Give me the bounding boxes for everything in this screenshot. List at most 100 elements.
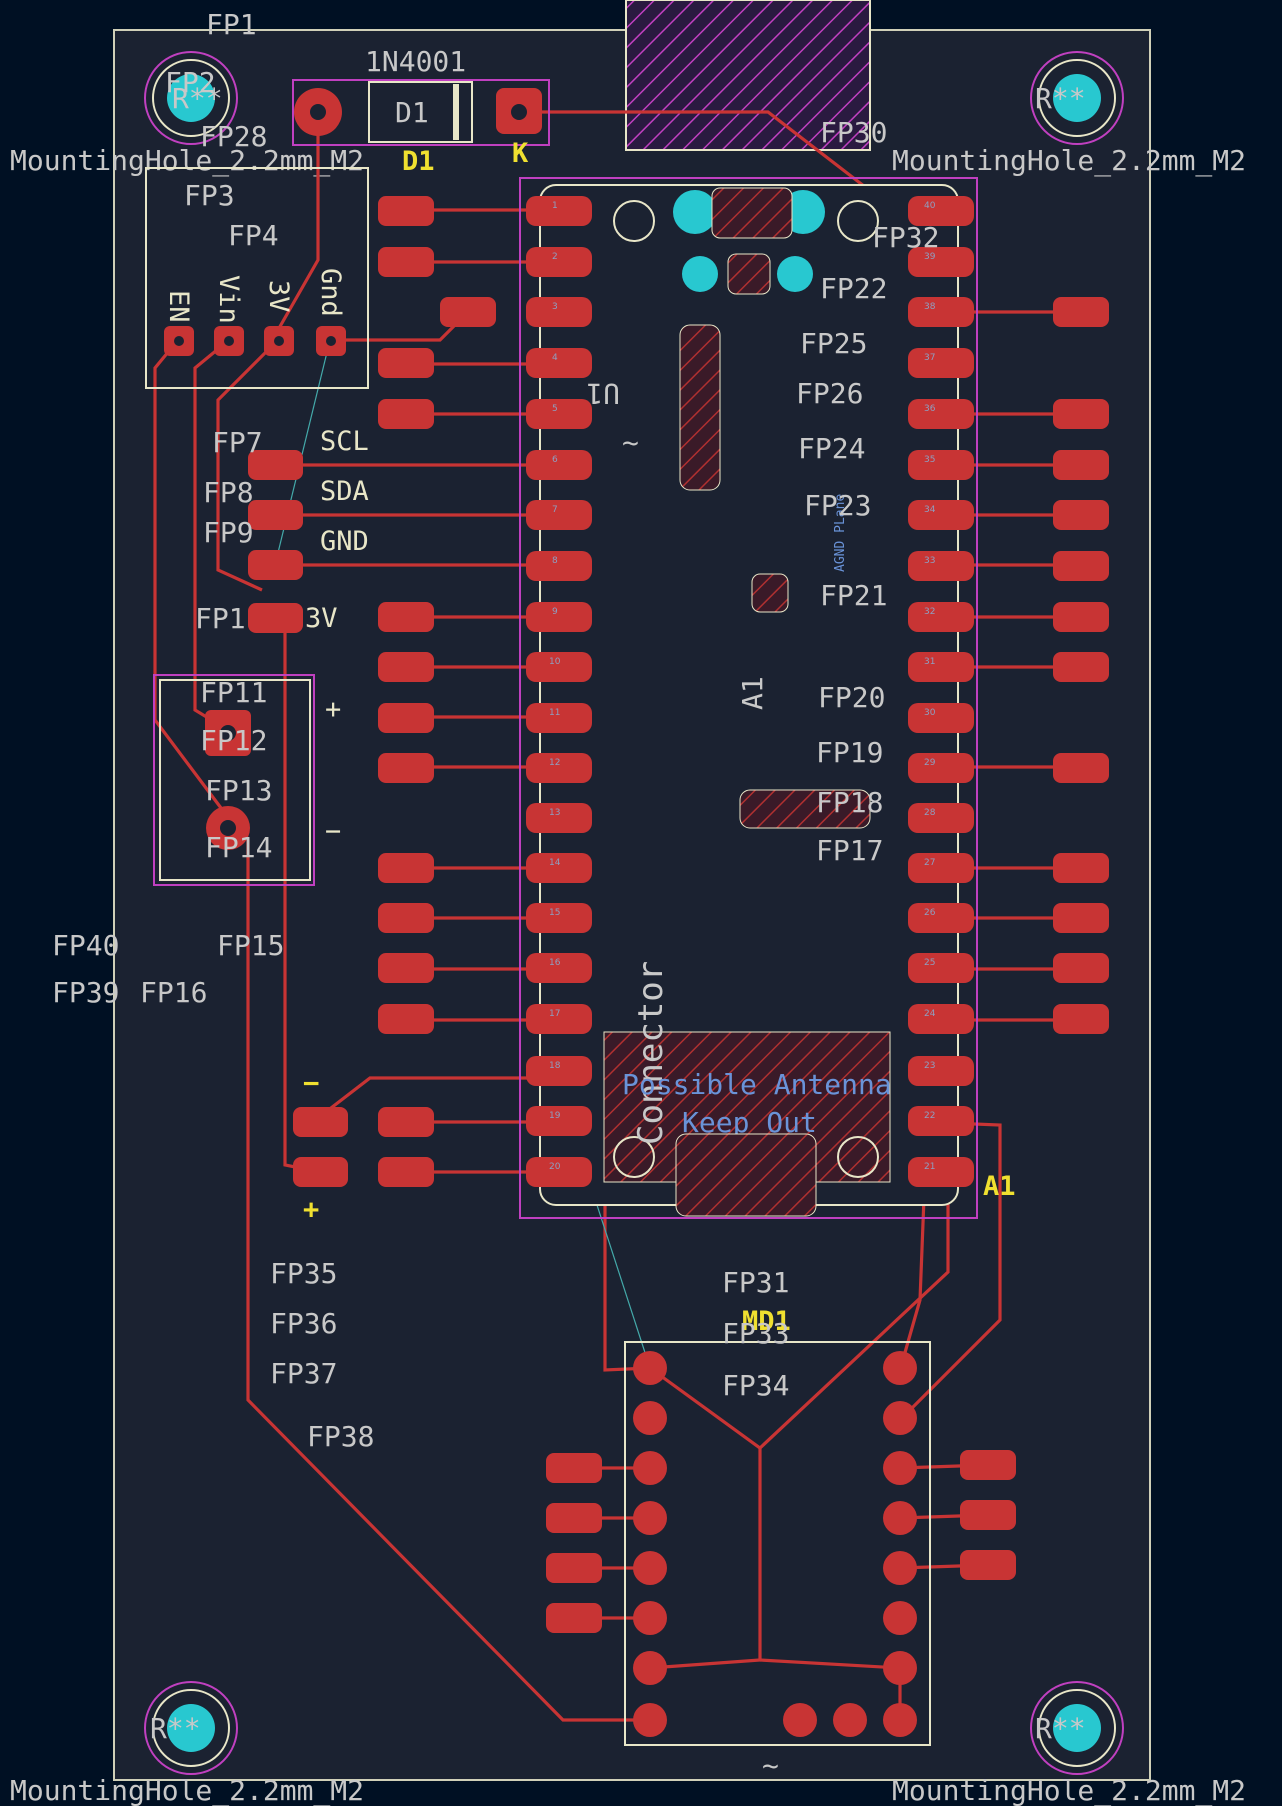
- svg-text:27: 27: [924, 858, 935, 868]
- svg-text:FP24: FP24: [798, 432, 865, 465]
- svg-text:7: 7: [552, 505, 558, 515]
- svg-text:16: 16: [549, 958, 561, 968]
- svg-text:FP9: FP9: [203, 516, 254, 549]
- svg-text:11: 11: [549, 708, 560, 718]
- svg-text:FP1: FP1: [206, 8, 257, 41]
- mh-ref-tr: R**: [1035, 82, 1086, 115]
- svg-text:FP39: FP39: [52, 976, 119, 1009]
- svg-text:39: 39: [924, 252, 936, 262]
- svg-text:24: 24: [924, 1009, 936, 1019]
- svg-text:25: 25: [924, 958, 935, 968]
- svg-text:13: 13: [549, 808, 560, 818]
- usb-connector-keepout: [625, 0, 871, 151]
- svg-text:40: 40: [924, 201, 936, 211]
- header-label-en: EN: [163, 290, 194, 323]
- svg-text:FP2: FP2: [165, 66, 216, 99]
- mh-label-top-right: MountingHole_2.2mm_M2: [892, 144, 1246, 178]
- diode-d1[interactable]: [292, 79, 550, 146]
- svg-text:15: 15: [549, 908, 560, 918]
- mh-ref-bl: R**: [150, 1712, 201, 1745]
- mh-label-bottom-right: MountingHole_2.2mm_M2: [892, 1774, 1246, 1806]
- svg-text:31: 31: [924, 657, 935, 667]
- svg-text:22: 22: [924, 1111, 935, 1121]
- svg-text:FP13: FP13: [205, 774, 272, 807]
- pico-right-pin-numbers: 40 39 38 37 36 35 34 33 32 31 30 29 28 2…: [924, 201, 936, 1172]
- i2c-label-sda: SDA: [320, 476, 369, 507]
- svg-text:FP3: FP3: [184, 179, 235, 212]
- svg-text:FP34: FP34: [722, 1369, 789, 1402]
- power-connector-minus: −: [325, 816, 341, 847]
- fp-labels: FP1 FP2 FP28 FP3 FP4 FP7 FP8 FP9 FP1 FP1…: [52, 8, 939, 1453]
- header-label-vin: Vin: [213, 275, 244, 324]
- svg-text:32: 32: [924, 607, 935, 617]
- mounting-hole-bottom-right[interactable]: [1030, 1681, 1124, 1775]
- pico-left-pads[interactable]: [526, 196, 592, 1187]
- power-connector-courtyard: [153, 674, 315, 886]
- power-connector-pads[interactable]: [205, 710, 251, 850]
- svg-text:30: 30: [924, 708, 936, 718]
- svg-text:17: 17: [549, 1009, 560, 1019]
- power-pad-minus: −: [303, 1068, 319, 1099]
- svg-text:FP35: FP35: [270, 1257, 337, 1290]
- driver-module-tilde: ~: [762, 1749, 779, 1782]
- mh-label-top-left: MountingHole_2.2mm_M2: [10, 144, 364, 178]
- svg-text:FP31: FP31: [722, 1266, 789, 1299]
- antenna-text-1: Possible Antenna: [622, 1068, 892, 1101]
- mh-ref-br: R**: [1035, 1712, 1086, 1745]
- mounting-hole-bottom-left[interactable]: [144, 1681, 238, 1775]
- i2c-pads[interactable]: [248, 450, 303, 633]
- mounting-hole-top-right[interactable]: [1030, 51, 1124, 145]
- svg-text:8: 8: [552, 556, 558, 566]
- diode-cathode: K: [512, 138, 529, 169]
- svg-text:FP36: FP36: [270, 1307, 337, 1340]
- svg-text:20: 20: [549, 1162, 561, 1172]
- driver-module-outline: [624, 1341, 931, 1746]
- svg-text:3: 3: [552, 302, 558, 312]
- mounting-hole-top-left[interactable]: [144, 51, 238, 145]
- pico-right-pads[interactable]: [908, 196, 974, 1187]
- power-connector-plus: +: [325, 694, 341, 725]
- left-breakout-pads[interactable]: [378, 196, 496, 1187]
- svg-text:34: 34: [924, 505, 936, 515]
- diode-value: 1N4001: [365, 45, 466, 78]
- svg-text:FP15: FP15: [217, 929, 284, 962]
- pico-vias: [613, 190, 879, 1178]
- power-pads[interactable]: [293, 1107, 348, 1187]
- svg-text:FP12: FP12: [200, 724, 267, 757]
- header-label-gnd: Gnd: [315, 268, 346, 317]
- svg-text:FP19: FP19: [816, 736, 883, 769]
- svg-text:14: 14: [549, 858, 561, 868]
- svg-text:FP17: FP17: [816, 834, 883, 867]
- diode-ref: D1: [402, 146, 435, 177]
- module-connector: Connector: [631, 961, 671, 1145]
- agnd-plane: AGND PLane: [833, 494, 848, 572]
- header-pins[interactable]: [164, 326, 346, 356]
- svg-text:FP16: FP16: [140, 976, 207, 1009]
- power-connector-outline: [159, 679, 311, 881]
- svg-text:1: 1: [552, 201, 558, 211]
- svg-text:21: 21: [924, 1162, 935, 1172]
- module-u-ref: U1: [586, 377, 620, 410]
- svg-text:28: 28: [924, 808, 936, 818]
- svg-text:FP18: FP18: [816, 786, 883, 819]
- diode-body-label: D1: [395, 96, 429, 129]
- svg-text:2: 2: [552, 252, 558, 262]
- driver-module-ref: MD1: [742, 1306, 791, 1337]
- svg-text:5: 5: [552, 404, 558, 414]
- svg-text:FP11: FP11: [200, 676, 267, 709]
- i2c-label-gnd: GND: [320, 526, 369, 557]
- svg-text:18: 18: [549, 1061, 561, 1071]
- svg-text:4: 4: [552, 353, 558, 363]
- right-breakout-pads[interactable]: [1053, 297, 1109, 1034]
- svg-text:FP4: FP4: [228, 219, 279, 252]
- svg-text:33: 33: [924, 556, 935, 566]
- svg-text:10: 10: [549, 657, 561, 667]
- svg-text:38: 38: [924, 302, 936, 312]
- header-label-3v: 3V: [263, 280, 294, 313]
- module-ref-vertical: A1: [736, 676, 769, 710]
- svg-text:FP40: FP40: [52, 929, 119, 962]
- driver-module-pads[interactable]: [546, 1351, 1016, 1737]
- pico-courtyard: [519, 177, 978, 1219]
- svg-text:FP26: FP26: [796, 377, 863, 410]
